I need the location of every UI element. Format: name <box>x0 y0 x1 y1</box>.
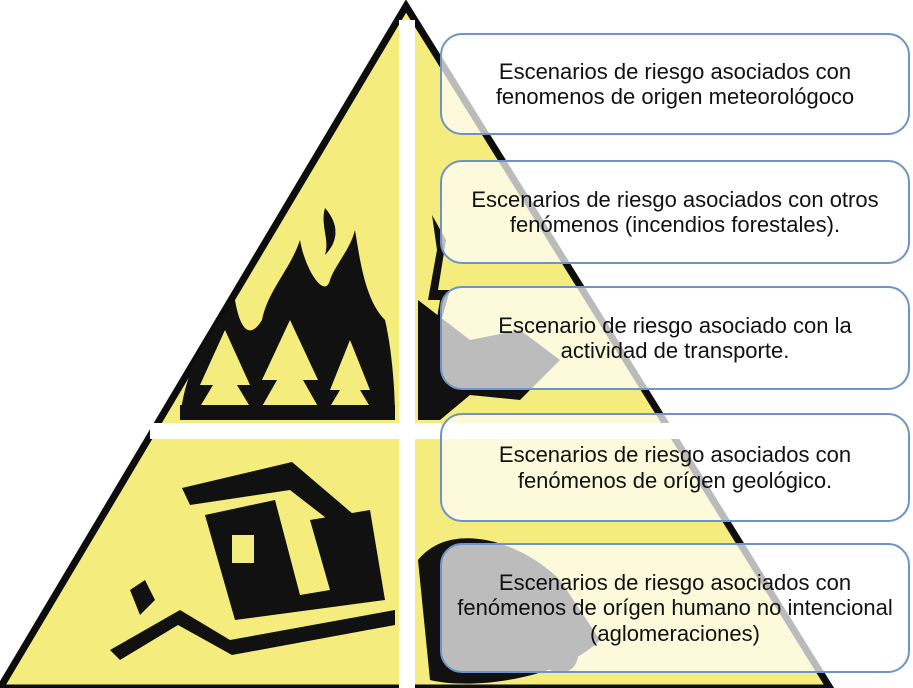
scenario-box-human-origin: Escenarios de riesgo asociados con fenóm… <box>440 543 910 673</box>
scenario-label-forest-fires: Escenarios de riesgo asociados con otros… <box>471 186 879 237</box>
scenario-label-human-origin: Escenarios de riesgo asociados con fenóm… <box>457 570 893 646</box>
collapsing-house-icon <box>110 462 395 660</box>
scenario-label-transport: Escenario de riesgo asociado con la acti… <box>498 312 852 363</box>
panel-divider-vertical <box>399 20 415 688</box>
forest-fire-icon <box>180 208 395 420</box>
scenario-box-meteorological: Escenarios de riesgo asociados con fenom… <box>440 33 910 135</box>
scenario-label-meteorological: Escenarios de riesgo asociados con fenom… <box>495 58 855 109</box>
scenario-box-transport: Escenario de riesgo asociado con la acti… <box>440 286 910 390</box>
scenario-label-geological: Escenarios de riesgo asociados con fenóm… <box>498 442 852 493</box>
scenario-box-geological: Escenarios de riesgo asociados con fenóm… <box>440 413 910 522</box>
scenario-box-forest-fires: Escenarios de riesgo asociados con otros… <box>440 160 910 264</box>
